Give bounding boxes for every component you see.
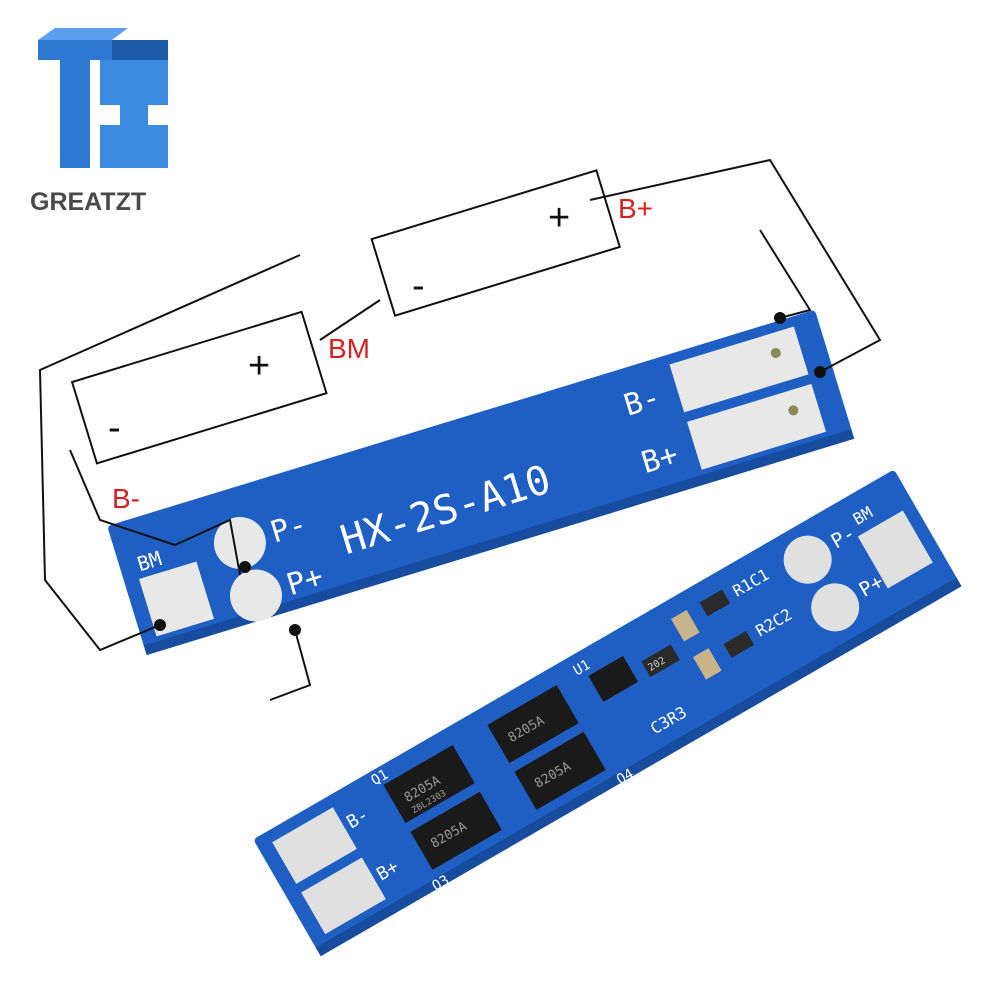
label-b-minus-red: B-: [112, 483, 140, 514]
chip-8205a-1: [383, 744, 475, 824]
capacitor-c1: [670, 609, 700, 642]
wire-bm-link: [319, 299, 381, 341]
label-q4: Q4: [614, 766, 637, 788]
pad-b-plus: [687, 383, 827, 470]
resistor-r2: [723, 631, 755, 658]
pad-bottom-b-plus: [301, 857, 386, 935]
board-bottom: B- B+ 8205A 8205A 8205A 8205A ZBL2303 Q1…: [254, 470, 962, 957]
wiring-diagram: [38, 158, 882, 701]
pad-b-minus: [669, 326, 809, 413]
cell-upper-minus: -: [412, 265, 425, 307]
chip-u1: [588, 655, 639, 702]
label-q3: Q3: [430, 872, 453, 894]
wire-p-minus: [174, 518, 241, 576]
chip-8205a-4: [514, 731, 606, 810]
node-p-plus: [289, 624, 301, 636]
resistor-r1: [699, 589, 731, 617]
wire-b-plus: [589, 158, 882, 373]
pad-bottom-p-minus: [783, 535, 832, 584]
cell-lower-plus: +: [248, 345, 270, 387]
logo-t-shape: [38, 40, 112, 168]
node-bm: [154, 619, 166, 631]
pad-bottom-bm: [857, 510, 933, 589]
pad-bottom-b-minus: [272, 807, 357, 884]
node-b-minus: [774, 312, 786, 324]
label-q1: Q1: [369, 767, 392, 789]
logo-2-shape: [100, 60, 168, 168]
pcb-top: [108, 310, 852, 650]
capacitor-c2: [692, 648, 722, 680]
cell-lower-minus: -: [108, 407, 121, 449]
node-p-minus: [239, 561, 251, 573]
pad-p-plus: [229, 569, 282, 622]
wire-p-plus: [269, 629, 312, 701]
wire-b-minus: [69, 449, 176, 546]
pad-bm: [139, 561, 214, 637]
wire-bm: [38, 254, 301, 652]
brand-logo: GREATZT: [30, 28, 168, 216]
cell-upper-plus: +: [548, 197, 570, 239]
label-bm-red: BM: [328, 333, 370, 364]
chip-8205a-2: [410, 791, 502, 870]
pad-bottom-p-plus: [811, 583, 860, 632]
cell-upper: [370, 169, 622, 317]
label-b-plus-red: B+: [618, 193, 653, 224]
label-u1: U1: [571, 657, 594, 679]
cell-lower: [70, 310, 328, 465]
wire-b-minus-top: [759, 229, 812, 319]
resistor-r3: [641, 644, 680, 678]
pad-p-minus: [213, 516, 266, 569]
chip-8205a-3: [487, 684, 579, 764]
brand-name: GREATZT: [30, 188, 146, 216]
node-b-plus: [814, 366, 826, 378]
